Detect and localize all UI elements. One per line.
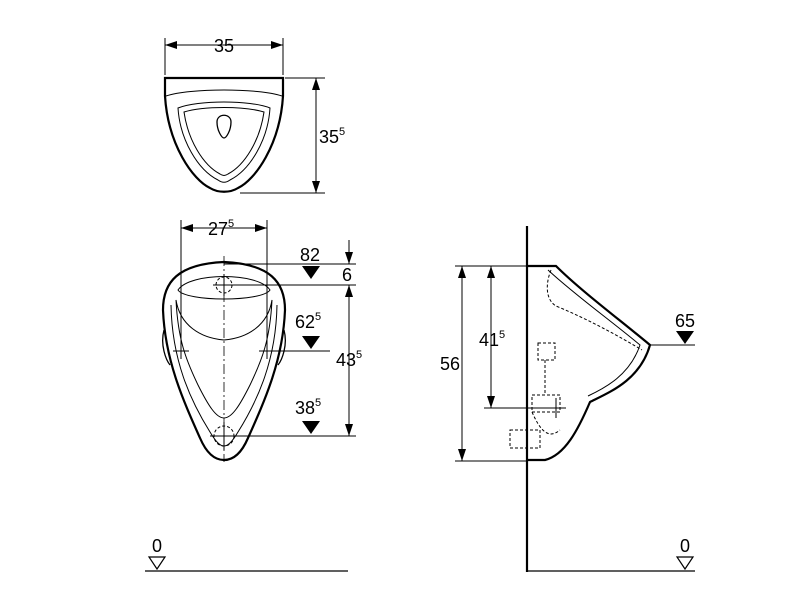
top-view-inner-bowl-2 — [183, 107, 265, 176]
side-urinal-hidden-trap-2 — [531, 394, 561, 413]
top-view-rim-line — [165, 89, 283, 97]
side-floor-level-marker — [675, 556, 695, 571]
side-view: 56 415 65 0 — [440, 226, 695, 572]
front-offset-arrow-top — [345, 252, 353, 264]
front-outlet-distance-arrow-top — [345, 285, 353, 297]
side-fixing-arrow-top — [487, 266, 495, 278]
top-width-label: 35 — [214, 36, 234, 56]
front-floor-level-marker — [147, 556, 167, 571]
side-urinal-profile — [527, 264, 652, 462]
side-height-arrow-bottom — [458, 449, 466, 461]
front-fixing-height-label: 625 — [295, 311, 321, 332]
top-view-inner-bowl — [177, 101, 271, 183]
side-urinal-hidden-trap — [537, 342, 556, 361]
top-depth-label: 355 — [319, 126, 345, 147]
front-view-rim — [177, 276, 271, 300]
side-urinal-hidden-lower — [531, 411, 561, 435]
front-spacing-label: 275 — [208, 218, 234, 239]
front-view-inner-bowl — [175, 299, 273, 419]
front-supply-height-marker — [302, 266, 320, 279]
front-outlet-distance-label: 435 — [336, 349, 362, 370]
top-width-arrow-right — [271, 41, 283, 49]
top-width-arrow-left — [165, 41, 177, 49]
top-view-inlet — [216, 114, 232, 139]
front-fixing-height-marker — [302, 336, 320, 349]
side-floor-level-label: 0 — [680, 536, 690, 556]
side-rim-height-label: 65 — [675, 311, 695, 331]
top-view-bowl-outline — [163, 76, 285, 193]
front-floor-level-label: 0 — [152, 536, 162, 556]
front-outlet-distance-arrow-bottom — [345, 424, 353, 436]
side-fixing-label: 415 — [479, 329, 505, 350]
front-outlet-height-marker — [302, 421, 320, 434]
top-view: 35 355 — [163, 36, 345, 194]
front-spacing-arrow-right — [255, 224, 267, 232]
side-height-label: 56 — [440, 354, 460, 374]
side-height-arrow-top — [458, 266, 466, 278]
top-depth-arrow-bottom — [312, 181, 320, 193]
front-view: 275 82 6 625 435 385 0 — [145, 218, 362, 572]
top-depth-arrow-top — [312, 78, 320, 90]
side-urinal-hidden-outlet — [509, 429, 541, 449]
side-fixing-arrow-bottom — [487, 396, 495, 408]
side-rim-height-marker — [676, 331, 694, 344]
front-spacing-arrow-left — [181, 224, 193, 232]
front-view-left-bracket — [162, 329, 171, 366]
side-urinal-inner — [547, 269, 641, 397]
front-offset-label: 6 — [342, 265, 352, 285]
front-outlet-height-label: 385 — [295, 397, 321, 418]
front-supply-height-label: 82 — [300, 245, 320, 265]
